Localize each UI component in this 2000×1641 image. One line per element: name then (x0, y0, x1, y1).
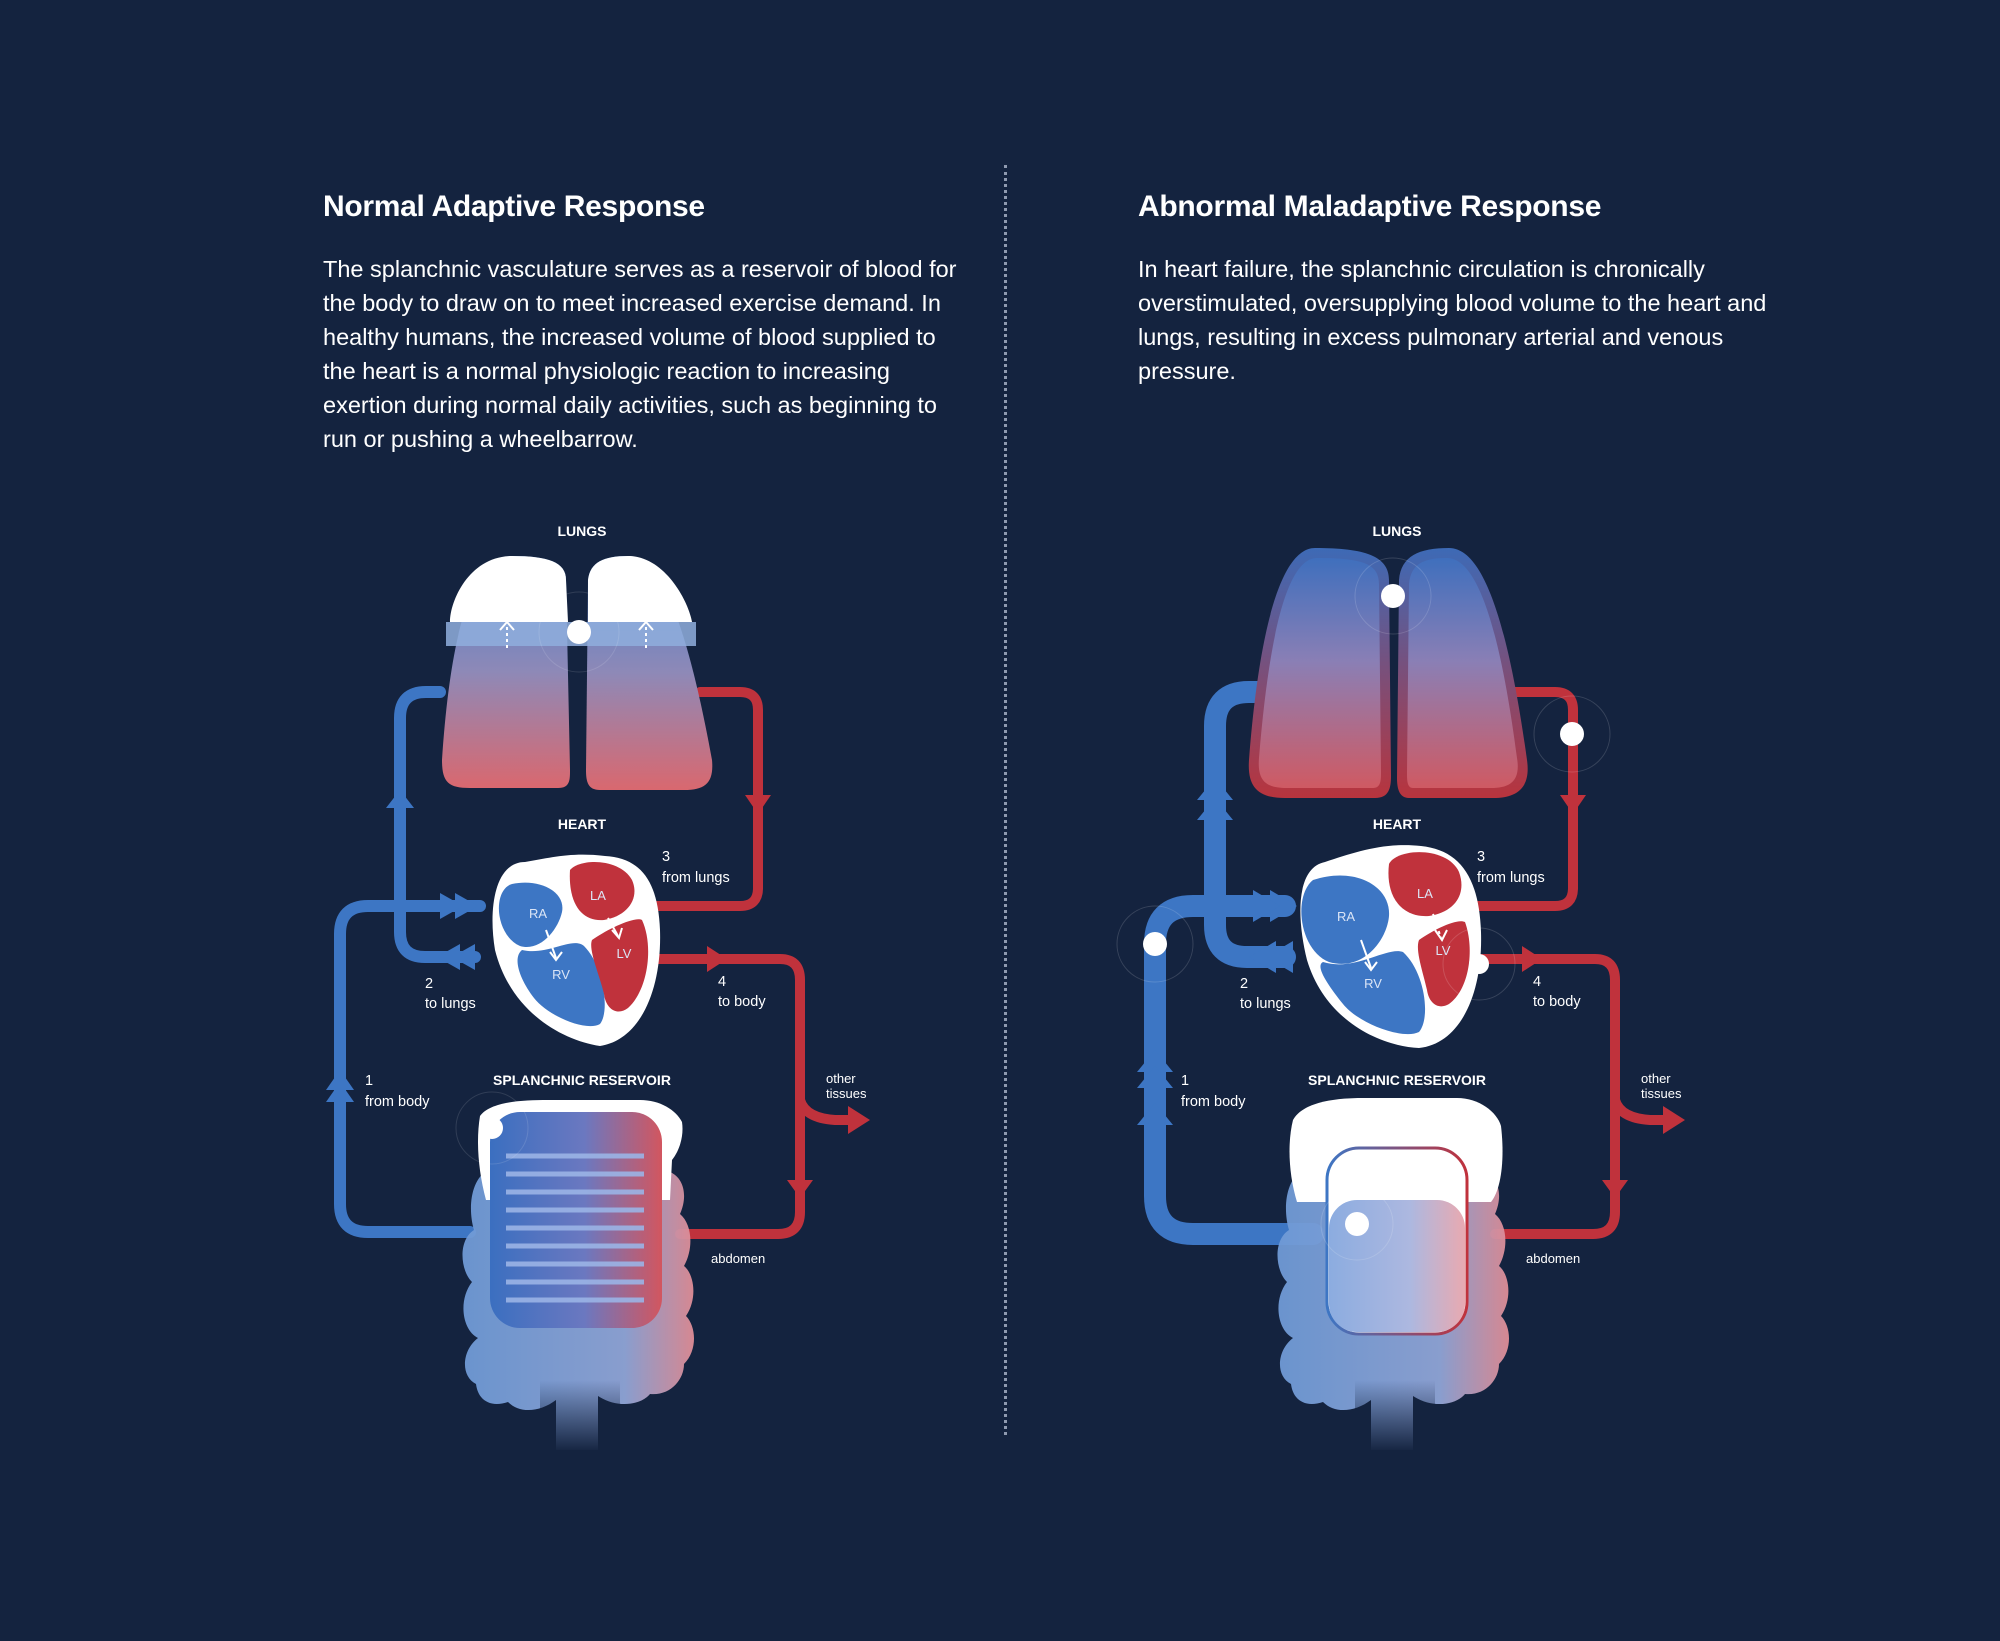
lv-label: LV (617, 946, 632, 961)
left-atrium (569, 861, 635, 921)
panel-description: In heart failure, the splanchnic circula… (1138, 256, 1767, 384)
step2-text: to lungs (1240, 996, 1291, 1012)
reservoir-label: SPLANCHNIC RESERVOIR (493, 1072, 671, 1088)
vena-cava-sensor-ring (1116, 905, 1194, 983)
la-label: LA (1417, 886, 1433, 901)
abdomen-label: abdomen (1526, 1251, 1580, 1266)
ra-label: RA (1337, 909, 1355, 924)
step3-text: from lungs (662, 870, 730, 886)
vena-cava-sensor-dot (1143, 932, 1167, 956)
reservoir-sensor-dot (481, 1117, 503, 1139)
lungs (1248, 548, 1611, 798)
step3-text: from lungs (1477, 870, 1545, 886)
step4-number: 4 (718, 974, 726, 990)
rv-label: RV (1364, 976, 1382, 991)
splanchnic-reservoir (1277, 1098, 1509, 1452)
right-ventricle (517, 943, 605, 1027)
pressure-rise-arrows (499, 620, 654, 648)
circulation-diagram-normal: LUNGS HEART SPLANCHNIC RESERVOIR RA LA R… (326, 523, 870, 1452)
heart-sensor-ring (1442, 927, 1516, 1001)
step2-number: 2 (425, 976, 433, 992)
circulation-diagram-abnormal: LUNGS HEART SPLANCHNIC RESERVOIR RA LA R… (1116, 523, 1685, 1452)
step2-text: to lungs (425, 996, 476, 1012)
panel-title: Abnormal Maladaptive Response (1138, 190, 1602, 223)
pulmonary-vein-sensor-dot (1560, 722, 1584, 746)
step3-number: 3 (1477, 849, 1485, 865)
heart (1116, 845, 1516, 1048)
left-ventricle (1417, 921, 1470, 1007)
other-tissues-line1: other (826, 1071, 856, 1086)
step1-text: from body (365, 1094, 430, 1110)
lungs-label: LUNGS (558, 523, 607, 539)
panel-description: The splanchnic vasculature serves as a r… (323, 256, 957, 452)
right-atrium (1301, 875, 1390, 964)
step1-number: 1 (1181, 1073, 1189, 1089)
step2-number: 2 (1240, 976, 1248, 992)
heart-label: HEART (1373, 816, 1422, 832)
right-ventricle (1320, 951, 1426, 1035)
reservoir-chamber (490, 1112, 662, 1328)
other-tissues-line1: other (1641, 1071, 1671, 1086)
abnormal-response-panel: Abnormal Maladaptive Response In heart f… (815, 0, 1815, 1641)
lung-sensor-ring (538, 591, 620, 673)
step4-text: to body (1533, 994, 1581, 1010)
heart (492, 854, 661, 1046)
reservoir-sensor-ring (1320, 1187, 1394, 1261)
panel-divider (1004, 165, 1007, 1435)
panel-title: Normal Adaptive Response (323, 190, 705, 223)
lungs-label: LUNGS (1373, 523, 1422, 539)
flow-arrows (326, 790, 870, 1198)
step1-text: from body (1181, 1094, 1246, 1110)
flow-arrows (1137, 778, 1685, 1198)
step4-number: 4 (1533, 974, 1541, 990)
reservoir-vessel-lines (506, 1153, 644, 1303)
reservoir-sensor-dot (1345, 1212, 1369, 1236)
la-label: LA (590, 888, 606, 903)
splanchnic-reservoir (455, 1091, 694, 1452)
lv-label: LV (1436, 943, 1451, 958)
venous-vessels (334, 686, 486, 1238)
reservoir-label: SPLANCHNIC RESERVOIR (1308, 1072, 1486, 1088)
left-atrium (1388, 852, 1462, 917)
other-tissues-line2: tissues (1641, 1086, 1682, 1101)
rv-label: RV (552, 967, 570, 982)
heart-label: HEART (558, 816, 607, 832)
lung-sensor-ring (1354, 557, 1432, 635)
step3-number: 3 (662, 849, 670, 865)
lung-sensor-dot (567, 620, 591, 644)
lung-sensor-dot (1381, 584, 1405, 608)
heart-sensor-dot (1469, 954, 1489, 974)
other-tissues-line2: tissues (826, 1086, 867, 1101)
ra-label: RA (529, 906, 547, 921)
lungs (442, 556, 713, 790)
reservoir-sensor-ring (455, 1091, 529, 1165)
abdomen-label: abdomen (711, 1251, 765, 1266)
normal-response-panel: Normal Adaptive Response The splanchnic … (323, 190, 957, 1452)
left-ventricle (591, 919, 649, 1012)
step1-number: 1 (365, 1073, 373, 1089)
pulmonary-vein-sensor-ring (1533, 695, 1611, 773)
step4-text: to body (718, 994, 766, 1010)
